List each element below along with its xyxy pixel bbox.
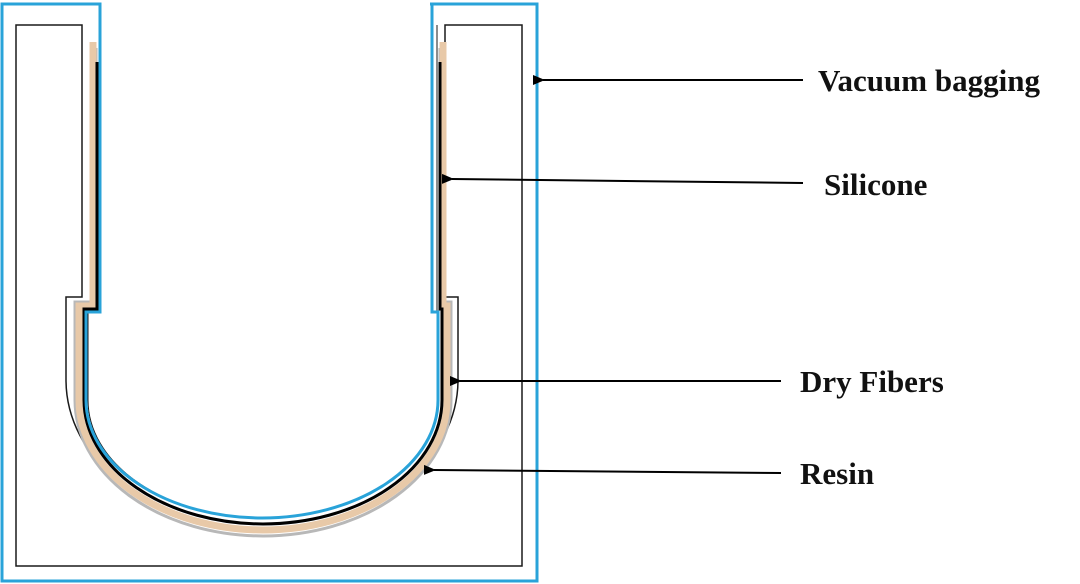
vacuum-bagging-label: Vacuum bagging <box>818 63 1040 98</box>
vacuum-bag-inner <box>84 4 440 520</box>
silicone-label: Silicone <box>824 167 927 202</box>
silicone-arrow <box>441 173 804 184</box>
dry-fibers-layer <box>75 42 451 534</box>
inner-mold-outline <box>87 25 439 519</box>
resin-layer <box>73 48 453 538</box>
resin-arrow <box>423 464 782 475</box>
silicone-layer <box>82 62 444 526</box>
resin-label: Resin <box>800 456 874 491</box>
dry-fibers-label: Dry Fibers <box>800 364 944 399</box>
